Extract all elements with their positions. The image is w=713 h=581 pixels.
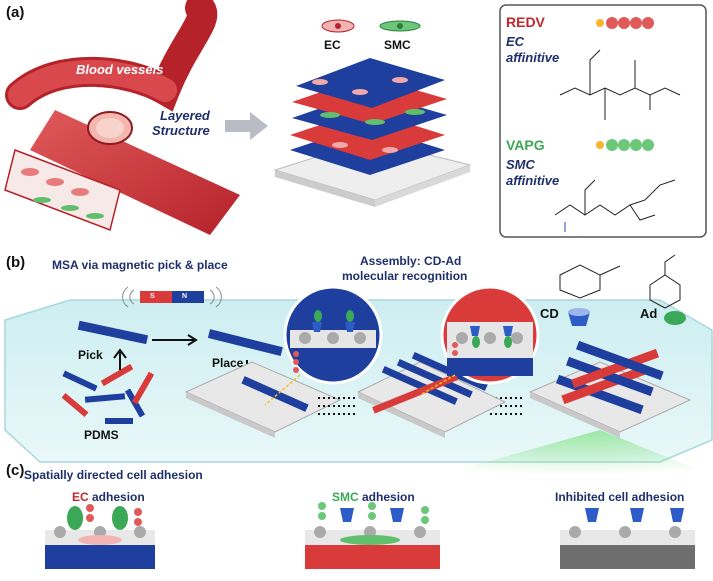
- peptide-box: [499, 4, 707, 238]
- cd-icon: [568, 308, 590, 326]
- ec-adhesion-suffix: adhesion: [88, 490, 145, 504]
- zoom-circle-2: [440, 285, 540, 385]
- magnet-icon: [122, 286, 222, 308]
- redv-structure-icon: [559, 49, 681, 120]
- pdms-bars: [61, 320, 155, 424]
- vapg-line1: SMC: [506, 157, 535, 172]
- inhibited-adhesion-label: Inhibited cell adhesion: [555, 490, 685, 504]
- smc-adhesion-word: SMC: [332, 490, 359, 504]
- substrate-1: [184, 361, 342, 438]
- ec-cell-icon: [321, 19, 355, 33]
- zoom-connector: [264, 374, 456, 406]
- ec-adhesion-word: EC: [72, 490, 89, 504]
- ad-label: Ad: [640, 306, 658, 321]
- layered-structure-stack: [273, 58, 472, 207]
- blood-vessel-illustration: [4, 0, 240, 235]
- place-label: Place: [212, 356, 244, 370]
- panel-b-label: (b): [6, 254, 26, 271]
- smc-adhesion-suffix: adhesion: [358, 490, 415, 504]
- layered-label-2: Structure: [152, 123, 210, 138]
- redv-line2: affinitive: [506, 50, 560, 65]
- smc-label: SMC: [384, 38, 411, 52]
- ad-icon: [664, 311, 686, 325]
- pdms-label: PDMS: [84, 428, 119, 442]
- assembly-label-1: Assembly: CD-Ad: [360, 254, 462, 268]
- vapg-line2: affinitive: [506, 173, 560, 188]
- substrate-3: [528, 340, 692, 438]
- smc-cell-icon: [379, 20, 421, 32]
- inhibited-adhesion-illustration: [560, 508, 695, 569]
- magnet-s-label: S: [150, 293, 155, 300]
- ec-label: EC: [324, 38, 341, 52]
- smc-adhesion-label: SMC adhesion: [332, 490, 415, 504]
- vapg-structure-icon: [554, 179, 676, 232]
- panel-c-title: Spatially directed cell adhesion: [24, 468, 203, 482]
- substrate-2: [356, 351, 507, 438]
- magnet-n-label: N: [182, 293, 188, 300]
- ec-adhesion-label: EC adhesion: [72, 490, 145, 504]
- zoom-circle-1: [283, 285, 383, 385]
- panel-c-label: (c): [6, 462, 25, 479]
- panel-b-title: MSA via magnetic pick & place: [52, 258, 228, 272]
- ec-adhesion-illustration: [45, 504, 155, 569]
- smc-adhesion-illustration: [305, 502, 440, 569]
- assembly-label-2: molecular recognition: [342, 269, 468, 283]
- green-glow: [440, 430, 712, 475]
- cd-label: CD: [540, 306, 559, 321]
- redv-chain-icon: [596, 17, 654, 29]
- vapg-chain-icon: [596, 139, 654, 151]
- arrow-right-icon-b: [152, 334, 198, 346]
- placed-bar: [207, 329, 283, 357]
- cd-structure-icon: [559, 264, 621, 299]
- layered-label-1: Layered: [160, 108, 210, 123]
- redv-line1: EC: [506, 34, 525, 49]
- ad-structure-icon: [649, 254, 681, 309]
- pick-arrow-icon: [113, 348, 127, 370]
- redv-label: REDV: [506, 14, 545, 30]
- arrow-right-icon: [225, 112, 268, 140]
- panel-a-label: (a): [6, 4, 25, 21]
- pick-label: Pick: [78, 348, 103, 362]
- blood-vessels-label: Blood vessels: [76, 62, 164, 77]
- vapg-label: VAPG: [506, 137, 545, 153]
